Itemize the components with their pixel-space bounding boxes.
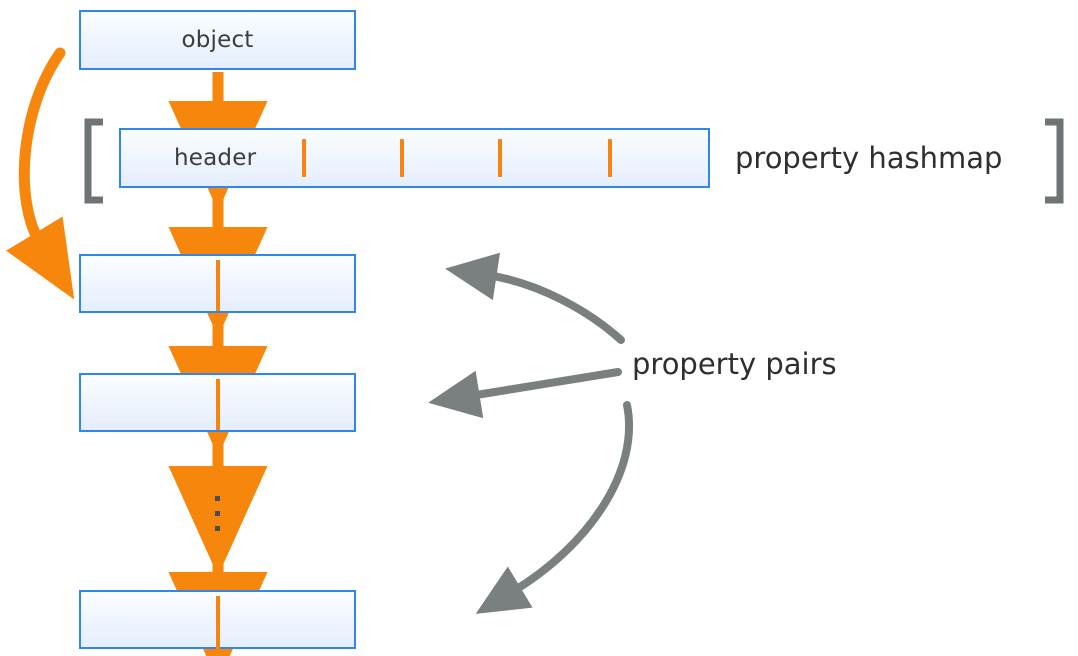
header-cell-label: header xyxy=(174,145,257,171)
property-pair-divider-3 xyxy=(216,596,220,654)
property-pair-divider-1 xyxy=(216,260,220,311)
property-hashmap-label: property hashmap xyxy=(735,141,1003,175)
hashmap-slot-tick-3 xyxy=(498,139,502,177)
ellipsis-dot-3 xyxy=(215,526,220,531)
property-pair-divider-2 xyxy=(216,379,220,430)
bracket-right xyxy=(1045,118,1064,204)
arrow-object-to-pair-1-curve xyxy=(6,47,75,300)
ellipsis-dot-2 xyxy=(215,511,220,516)
object-box-label: object xyxy=(181,27,254,53)
arrow-pairs-to-pair-2 xyxy=(428,368,622,419)
hashmap-slot-tick-2 xyxy=(400,139,404,177)
property-hashmap-row[interactable]: header xyxy=(119,128,710,188)
arrow-pairs-to-pair-1 xyxy=(445,252,625,344)
hashmap-slot-tick-4 xyxy=(608,139,612,177)
hashmap-slot-tick-1 xyxy=(302,139,306,177)
bracket-left xyxy=(84,118,103,204)
arrow-pairs-to-pair-3 xyxy=(475,401,633,614)
property-pairs-label: property pairs xyxy=(632,347,837,381)
ellipsis-dot-1 xyxy=(215,496,220,501)
object-box[interactable]: object xyxy=(79,10,356,70)
